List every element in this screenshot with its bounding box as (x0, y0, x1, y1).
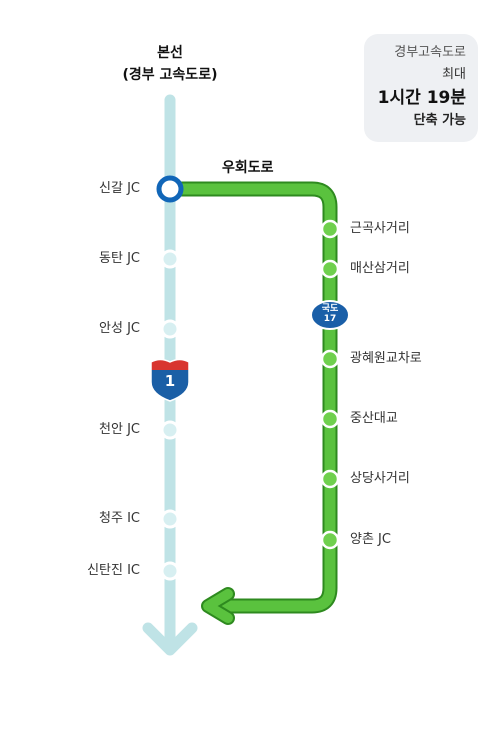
main-station-label: 동탄 JC (99, 251, 140, 266)
info-label: 최대 (442, 67, 466, 82)
detour-station-label: 양촌 JC (350, 532, 391, 547)
main-station-dot (160, 420, 180, 440)
detour-title: 우회도로 (222, 160, 274, 176)
main-station-label: 신갈 JC (99, 181, 140, 196)
detour-station-dot (320, 219, 340, 239)
info-note: 단축 가능 (413, 113, 466, 128)
detour-station-label: 매산삼거리 (350, 261, 410, 276)
main-station-dot (160, 319, 180, 339)
main-station-label: 청주 IC (99, 511, 140, 526)
main-line-title: 본선 (경부 고속도로) (100, 42, 240, 84)
route-badge-line1: 국도 (321, 304, 339, 314)
time-saving-info-box: 경부고속도로 최대 1시간 19분 단축 가능 (364, 34, 478, 142)
main-station-label: 천안 JC (99, 422, 140, 437)
detour-station-label: 중산대교 (350, 411, 398, 426)
main-station-label: 안성 JC (99, 321, 140, 336)
highway-1-shield-icon (150, 358, 190, 402)
detour-arrowhead (203, 589, 233, 623)
main-station-dot (160, 249, 180, 269)
detour-station-dot (320, 469, 340, 489)
detour-station-label: 광혜원교차로 (350, 351, 422, 366)
detour-station-label: 상당사거리 (350, 471, 410, 486)
info-route: 경부고속도로 (394, 45, 466, 60)
detour-station-dot (320, 259, 340, 279)
detour-line (170, 183, 336, 612)
detour-line-outline (170, 181, 338, 614)
route-badge-line2: 17 (323, 314, 337, 324)
detour-station-dot (320, 349, 340, 369)
main-line-title-1: 본선 (157, 45, 183, 61)
detour-station-dot (320, 409, 340, 429)
main-station-dot (160, 561, 180, 581)
junction-ring (156, 175, 184, 203)
highway-1-number: 1 (164, 372, 176, 390)
detour-station-dot (320, 530, 340, 550)
main-line-title-2: (경부 고속도로) (122, 67, 218, 83)
detour-station-label: 근곡사거리 (350, 221, 410, 236)
route-17-badge-text: 국도 17 (311, 304, 349, 324)
route-17-badge (310, 300, 350, 330)
main-station-label: 신탄진 IC (87, 563, 140, 578)
main-line-arrowhead (142, 622, 198, 656)
main-station-dot (160, 509, 180, 529)
info-time: 1시간 19분 (377, 88, 466, 108)
